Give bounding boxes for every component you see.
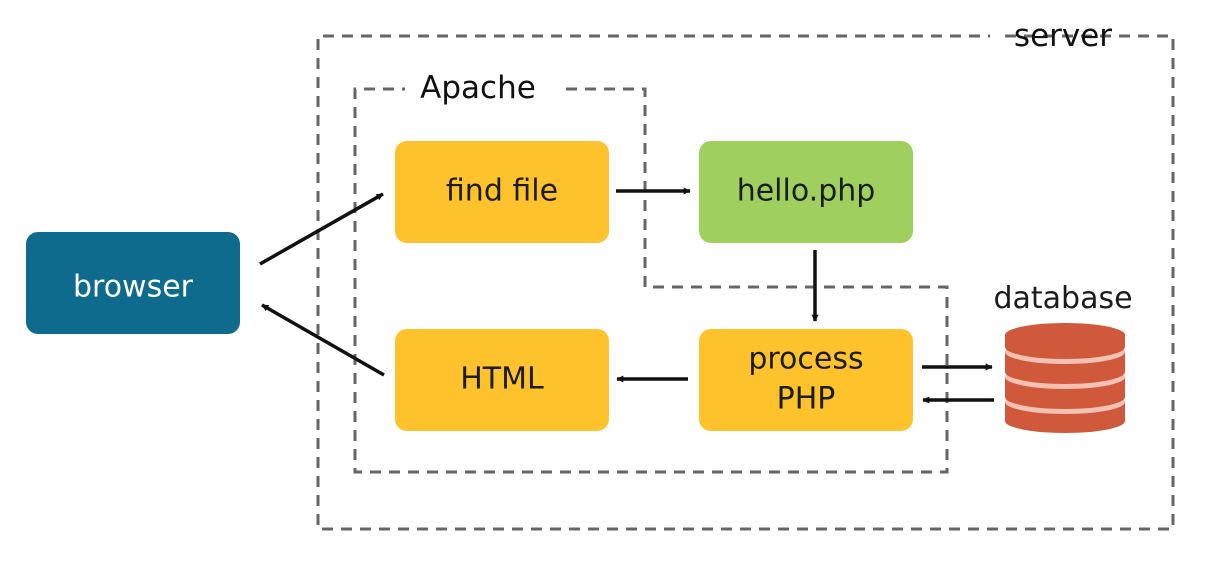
find-file-box — [395, 141, 609, 243]
find-file-node: find file — [395, 141, 609, 243]
html-node: HTML — [395, 329, 609, 431]
process-php-label-line2: PHP — [777, 382, 836, 417]
find-file-label: find file — [446, 174, 558, 209]
apache-label: Apache — [420, 70, 536, 106]
hello-php-box — [699, 141, 913, 243]
html-label: HTML — [460, 362, 544, 397]
database-label: database — [993, 281, 1132, 316]
browser-label: browser — [73, 270, 194, 305]
server-region-border — [316, 34, 1175, 531]
html-box — [395, 329, 609, 431]
database-icon — [1005, 323, 1125, 433]
arrow-browser-to-find-file — [259, 192, 384, 266]
browser-box — [26, 232, 240, 334]
hello-php-node: hello.php — [699, 141, 913, 243]
apache-region-border — [353, 87, 949, 474]
database-node: database — [993, 281, 1133, 433]
process-php-box — [699, 329, 913, 431]
hello-php-label: hello.php — [737, 174, 876, 209]
process-php-label-line1: process — [748, 342, 863, 377]
server-label: server — [1014, 18, 1112, 54]
arrow-html-to-browser — [261, 303, 385, 377]
browser-node: browser — [26, 232, 240, 334]
process-php-node: process PHP — [699, 329, 913, 431]
